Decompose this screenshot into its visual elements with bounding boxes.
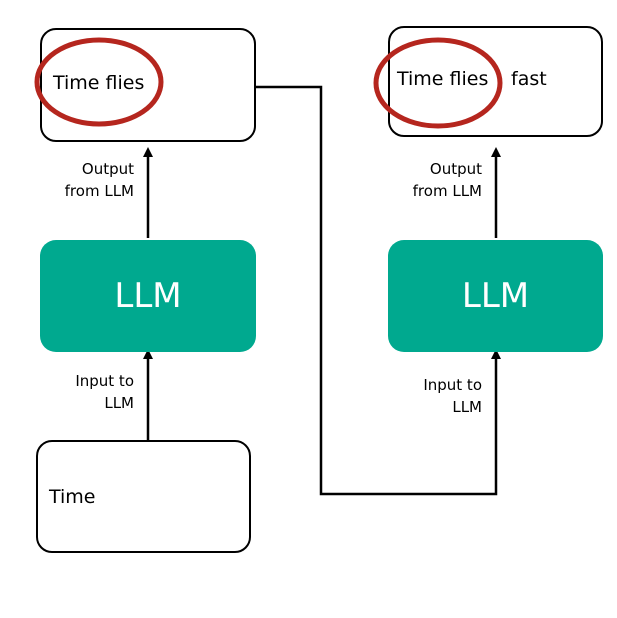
left-input-text: Time — [49, 486, 96, 508]
right-highlight-circle — [373, 37, 503, 129]
left-output-label: Output from LLM — [65, 158, 134, 202]
left-input-label: Input to LLM — [75, 370, 134, 414]
right-output-label-line1: Output — [429, 160, 482, 178]
right-output-text-b: fast — [511, 68, 547, 90]
right-output-label: Output from LLM — [413, 158, 482, 202]
right-output-label-line2: from LLM — [412, 182, 482, 200]
right-llm-box: LLM — [388, 240, 603, 352]
left-llm-label: LLM — [114, 276, 182, 316]
right-input-label: Input to LLM — [423, 374, 482, 418]
left-output-label-line2: from LLM — [64, 182, 134, 200]
left-highlight-circle — [34, 37, 164, 127]
left-llm-box: LLM — [40, 240, 256, 352]
right-input-label-line2: LLM — [452, 398, 482, 416]
right-llm-label: LLM — [461, 276, 530, 316]
left-input-label-line1: Input to — [75, 372, 134, 390]
right-input-label-line1: Input to — [423, 376, 482, 394]
right-output-box — [388, 26, 603, 137]
left-output-label-line1: Output — [81, 160, 134, 178]
right-output-text-a: Time flies — [397, 68, 489, 90]
left-input-label-line2: LLM — [104, 394, 134, 412]
feedback-connector — [256, 85, 501, 496]
left-input-box — [36, 440, 251, 553]
left-output-text: Time flies — [53, 72, 145, 94]
